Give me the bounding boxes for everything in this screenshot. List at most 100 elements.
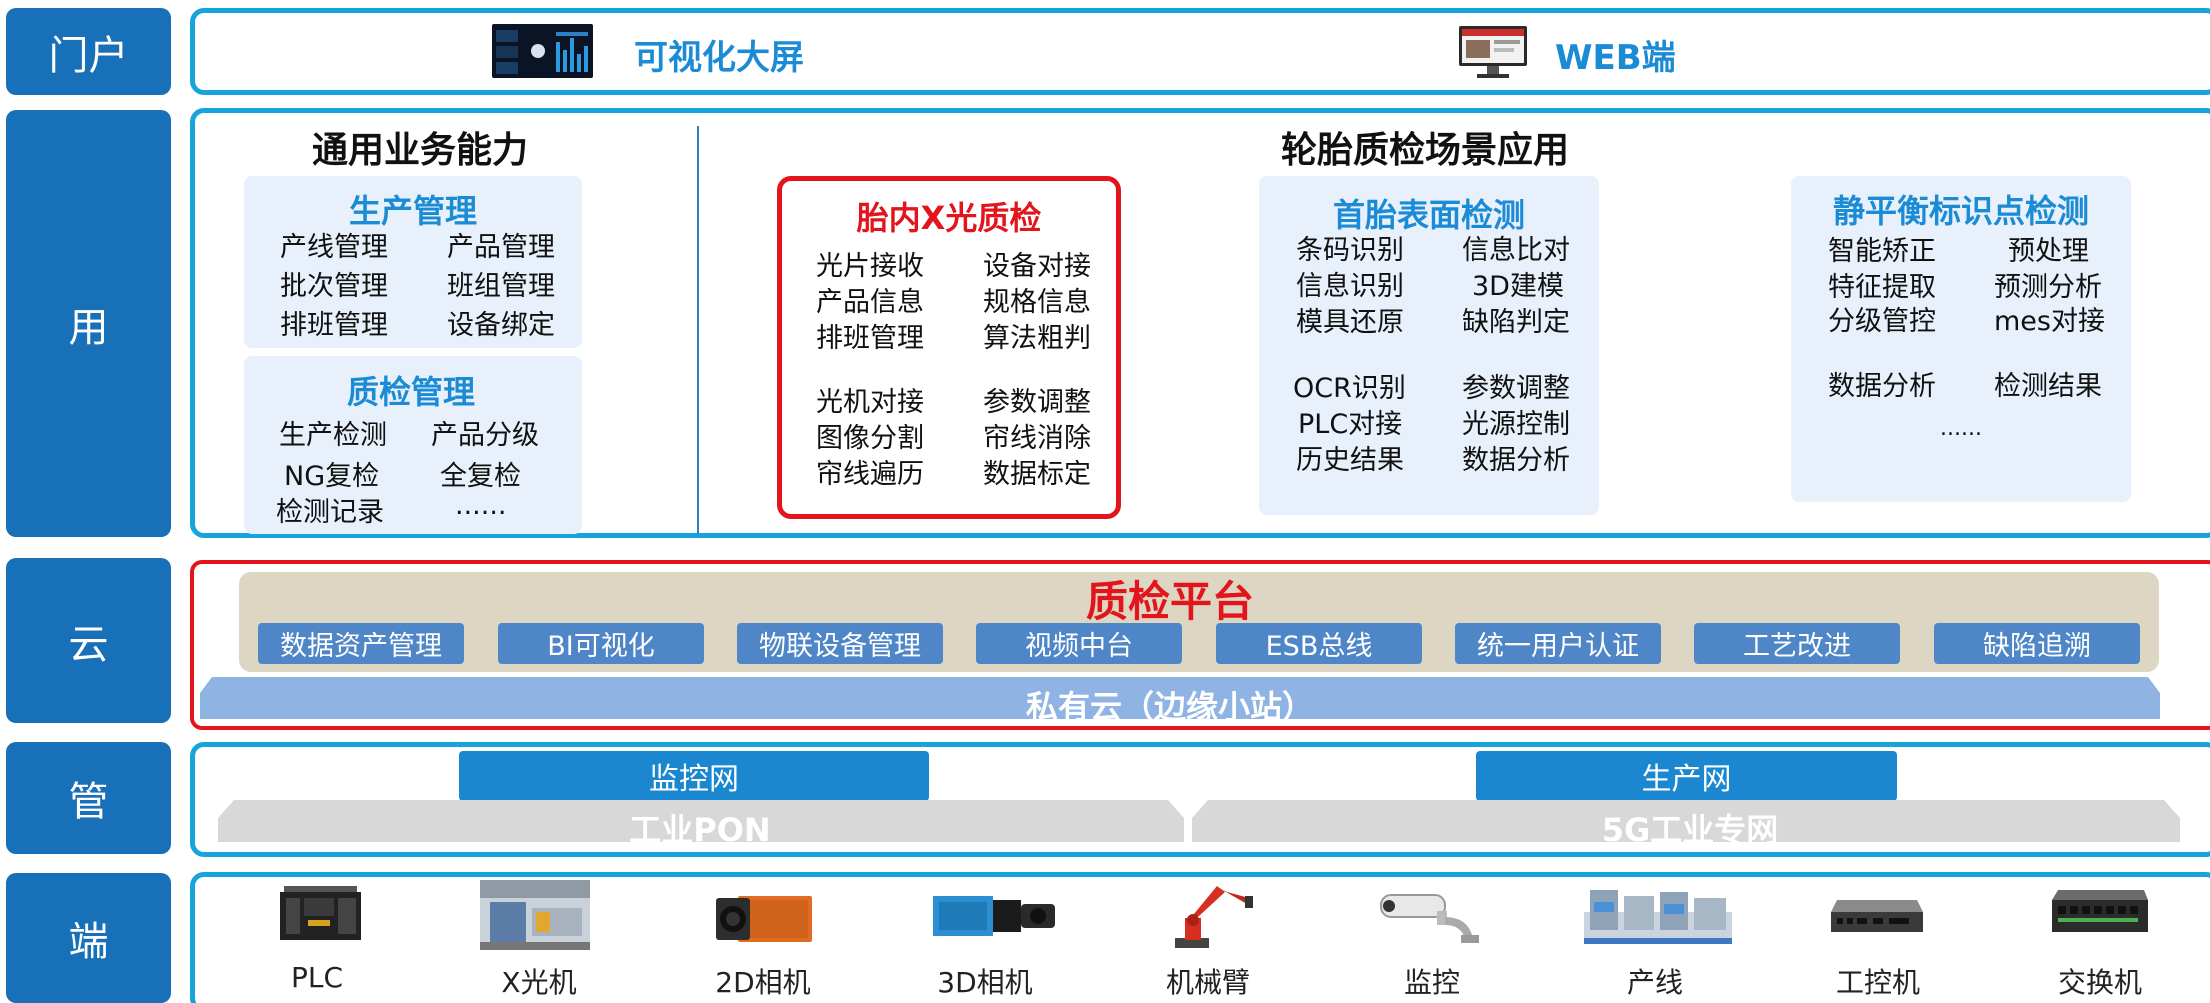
list-item: 参数调整 bbox=[983, 387, 1091, 418]
list-item: 规格信息 bbox=[983, 287, 1091, 318]
production-network: 生产网 bbox=[1476, 751, 1897, 801]
layer-label-network: 管 bbox=[6, 742, 171, 854]
device-label: 监控 bbox=[1403, 966, 1460, 999]
quality-management-title: 质检管理 bbox=[346, 373, 475, 411]
list-item: NG复检 bbox=[284, 461, 380, 492]
list-item: 信息比对 bbox=[1462, 235, 1570, 266]
3d-camera-icon bbox=[925, 886, 1063, 948]
2d-camera-icon bbox=[712, 888, 816, 948]
device-label: X光机 bbox=[501, 966, 577, 999]
surface-inspection-panel: 首胎表面检测 条码识别 信息比对 信息识别 3D建模 模具还原 缺陷判定 OCR… bbox=[1259, 176, 1599, 515]
device-label: 3D相机 bbox=[937, 966, 1033, 999]
list-item: ...... bbox=[1940, 416, 1982, 441]
list-item: PLC对接 bbox=[1298, 409, 1403, 440]
list-item: 帘线遍历 bbox=[816, 459, 924, 490]
list-item: mes对接 bbox=[1994, 306, 2105, 337]
device-label: 产线 bbox=[1626, 966, 1683, 999]
surveillance-camera-icon bbox=[1375, 885, 1485, 945]
xray-inspection-panel: 胎内X光质检 光片接收 设备对接 产品信息 规格信息 排班管理 算法粗判 光机对… bbox=[777, 176, 1121, 519]
list-item: 产品分级 bbox=[431, 420, 539, 451]
list-item: 产品管理 bbox=[447, 232, 555, 263]
list-item: 排班管理 bbox=[816, 323, 924, 354]
5g-bar bbox=[1192, 800, 2180, 842]
list-item: 帘线消除 bbox=[983, 423, 1091, 454]
device-label: 工控机 bbox=[1835, 966, 1920, 999]
list-item: 设备绑定 bbox=[447, 310, 555, 341]
balance-marker-panel: 静平衡标识点检测 智能矫正 预处理 特征提取 预测分析 分级管控 mes对接 数… bbox=[1791, 176, 2131, 502]
layer-label-portal: 门户 bbox=[6, 8, 171, 95]
private-cloud-label: 私有云（边缘小站） bbox=[1025, 688, 1314, 726]
list-item: 生产检测 bbox=[279, 420, 387, 451]
list-item: 光机对接 bbox=[816, 387, 924, 418]
list-item: 检测结果 bbox=[1994, 371, 2102, 402]
list-item: 数据分析 bbox=[1828, 371, 1936, 402]
5g-label: 5G工业专网 bbox=[1601, 811, 1779, 849]
balance-marker-title: 静平衡标识点检测 bbox=[1832, 192, 2089, 230]
device-label: PLC bbox=[290, 961, 344, 994]
pon-label: 工业PON bbox=[629, 811, 771, 849]
list-item: 信息识别 bbox=[1296, 271, 1404, 302]
list-item: 算法粗判 bbox=[983, 323, 1091, 354]
bigscreen-thumbnail bbox=[492, 24, 593, 78]
device-label: 2D相机 bbox=[715, 966, 811, 999]
private-cloud-bar bbox=[200, 677, 2160, 719]
list-item: 数据标定 bbox=[983, 459, 1091, 490]
industrial-pc-icon bbox=[1827, 894, 1923, 938]
production-management-title: 生产管理 bbox=[348, 192, 477, 230]
platform-title: 质检平台 bbox=[1085, 577, 1254, 626]
layer-label-cloud: 云 bbox=[6, 558, 171, 723]
list-item: 图像分割 bbox=[816, 423, 924, 454]
list-item: 班组管理 bbox=[447, 271, 555, 302]
quality-management-panel: 质检管理 生产检测 产品分级 NG复检 全复检 检测记录 ...... bbox=[244, 356, 582, 534]
list-item: 数据分析 bbox=[1462, 445, 1570, 476]
xray-inspection-title: 胎内X光质检 bbox=[856, 199, 1042, 237]
service-bi: BI可视化 bbox=[498, 623, 704, 664]
list-item: 条码识别 bbox=[1296, 235, 1404, 266]
list-item: 特征提取 bbox=[1828, 272, 1936, 303]
pon-bar bbox=[218, 800, 1184, 842]
surface-inspection-title: 首胎表面检测 bbox=[1332, 196, 1525, 234]
service-data-asset: 数据资产管理 bbox=[258, 623, 464, 664]
production-line-icon bbox=[1584, 882, 1732, 952]
list-item: 预处理 bbox=[2008, 236, 2089, 267]
list-item: 排班管理 bbox=[280, 310, 388, 341]
list-item: 模具还原 bbox=[1296, 307, 1404, 338]
monitor-network: 监控网 bbox=[459, 751, 929, 801]
web-monitor-icon bbox=[1457, 24, 1529, 80]
production-management-panel: 生产管理 产线管理 产品管理 批次管理 班组管理 排班管理 设备绑定 bbox=[244, 176, 582, 348]
list-item: 设备对接 bbox=[983, 251, 1091, 282]
service-video: 视频中台 bbox=[976, 623, 1182, 664]
bigscreen-label: 可视化大屏 bbox=[634, 38, 804, 78]
list-item: 缺陷判定 bbox=[1462, 307, 1570, 338]
list-item: 光片接收 bbox=[816, 251, 924, 282]
device-label: 交换机 bbox=[2057, 966, 2142, 999]
list-item: ...... bbox=[455, 490, 507, 521]
service-esb: ESB总线 bbox=[1216, 623, 1422, 664]
list-item: 检测记录 bbox=[276, 497, 384, 528]
service-trace: 缺陷追溯 bbox=[1934, 623, 2140, 664]
list-item: 全复检 bbox=[440, 461, 521, 492]
layer-label-apps: 用 bbox=[6, 110, 171, 537]
web-label: WEB端 bbox=[1555, 38, 1676, 78]
service-auth: 统一用户认证 bbox=[1455, 623, 1661, 664]
list-item: 产线管理 bbox=[280, 232, 388, 263]
list-item: 预测分析 bbox=[1994, 272, 2102, 303]
device-label: 机械臂 bbox=[1165, 966, 1250, 999]
tire-heading: 轮胎质检场景应用 bbox=[1280, 130, 1569, 171]
list-item: 智能矫正 bbox=[1828, 236, 1936, 267]
list-item: 3D建模 bbox=[1472, 271, 1564, 302]
xray-machine-icon bbox=[480, 880, 590, 950]
service-process: 工艺改进 bbox=[1694, 623, 1900, 664]
list-item: 产品信息 bbox=[816, 287, 924, 318]
general-heading: 通用业务能力 bbox=[311, 130, 528, 171]
list-item: 参数调整 bbox=[1462, 373, 1570, 404]
apps-divider bbox=[697, 126, 699, 534]
list-item: 历史结果 bbox=[1296, 445, 1404, 476]
list-item: 分级管控 bbox=[1828, 306, 1936, 337]
service-iot: 物联设备管理 bbox=[737, 623, 943, 664]
plc-icon bbox=[278, 884, 363, 944]
layer-label-devices: 端 bbox=[6, 873, 171, 1003]
list-item: 光源控制 bbox=[1462, 409, 1570, 440]
list-item: 批次管理 bbox=[280, 271, 388, 302]
list-item: OCR识别 bbox=[1293, 373, 1406, 404]
